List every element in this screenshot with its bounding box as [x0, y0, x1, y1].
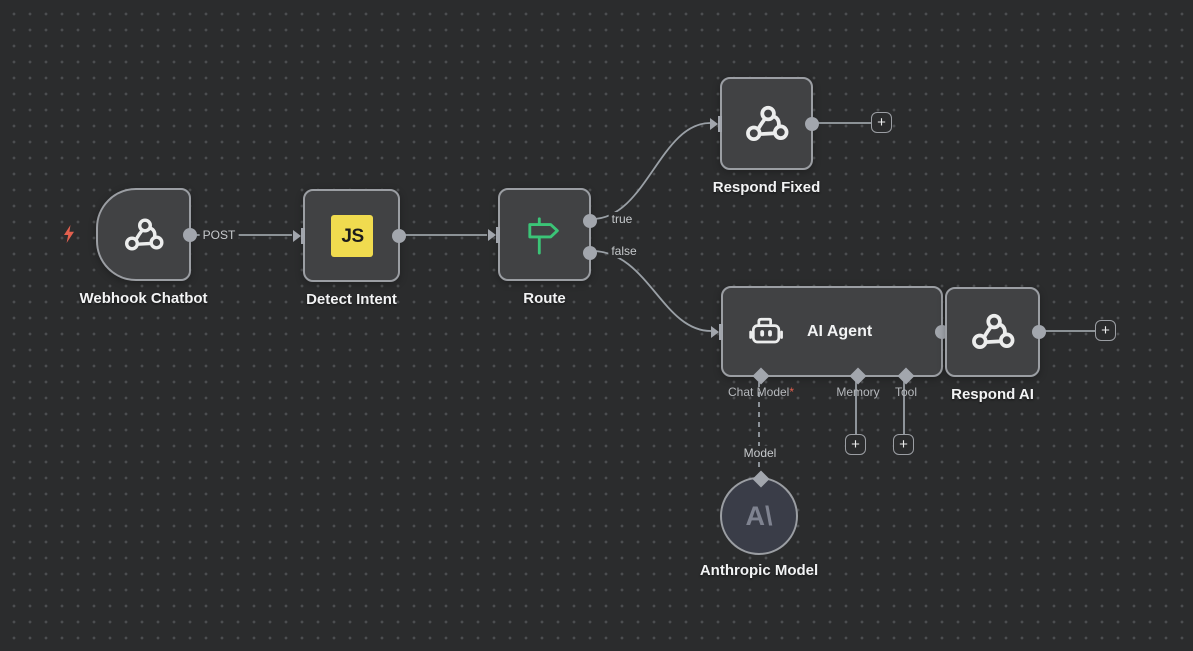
node-webhook-chatbot[interactable]: Webhook Chatbot [79, 188, 208, 307]
connection-route-false-to-ai-agent [591, 250, 712, 332]
node-label-respond-ai: Respond AI [951, 386, 1034, 403]
plus-icon: + [851, 436, 860, 453]
ai-agent-memory-label: Memory [836, 385, 880, 399]
add-tool-button[interactable]: + [893, 434, 914, 455]
node-route[interactable]: Route [488, 188, 597, 307]
ai-agent-chat-model-label: Chat Model* [727, 385, 795, 399]
node-respond-fixed[interactable]: Respond Fixed [710, 77, 820, 196]
connection-route-true-to-respond-fixed [591, 122, 711, 220]
robot-icon [749, 317, 783, 343]
node-label-respond-fixed: Respond Fixed [712, 179, 821, 196]
node-label-anthropic-model: Anthropic Model [699, 562, 819, 579]
javascript-icon: JS [330, 214, 373, 257]
trigger-bolt-icon [64, 225, 74, 243]
plus-icon: + [1101, 322, 1110, 339]
node-label-webhook-chatbot: Webhook Chatbot [79, 290, 208, 307]
route-false-label: false [608, 244, 640, 258]
model-connection-label: Model [740, 446, 780, 460]
route-true-output-connector[interactable] [583, 214, 597, 228]
route-input-connector[interactable] [488, 226, 500, 243]
detect-intent-output-connector[interactable] [392, 228, 406, 243]
route-false-output-connector[interactable] [583, 246, 597, 260]
node-respond-ai[interactable]: Respond AI [945, 287, 1046, 403]
respond-fixed-input-connector[interactable] [710, 115, 722, 132]
ai-agent-input-connector[interactable] [711, 323, 723, 340]
add-node-button-respond-fixed[interactable]: + [871, 112, 892, 133]
add-memory-button[interactable]: + [845, 434, 866, 455]
javascript-icon-text: JS [341, 225, 364, 247]
node-anthropic-model[interactable]: A\ Anthropic Model [700, 470, 818, 579]
node-ai-agent[interactable]: AI Agent Chat Model* Memory Tool [711, 286, 949, 399]
webhook-output-connector[interactable] [183, 227, 197, 242]
detect-intent-input-connector[interactable] [293, 227, 305, 244]
node-label-detect-intent: Detect Intent [306, 291, 397, 308]
node-detect-intent[interactable]: JS Detect Intent [293, 189, 406, 308]
plus-icon: + [899, 436, 908, 453]
respond-ai-output-connector[interactable] [1032, 325, 1046, 339]
webhook-method-label: POST [199, 228, 239, 242]
route-true-label: true [608, 212, 636, 226]
signpost-icon [527, 216, 559, 254]
plus-icon: + [877, 114, 886, 131]
webhook-icon [971, 313, 1014, 350]
ai-agent-title: AI Agent [807, 322, 873, 340]
respond-fixed-output-connector[interactable] [805, 116, 819, 131]
ai-agent-tool-label: Tool [894, 385, 918, 399]
required-mark: * [789, 385, 795, 399]
webhook-icon [124, 217, 164, 251]
add-node-button-respond-ai[interactable]: + [1095, 320, 1116, 341]
node-label-route: Route [523, 290, 566, 307]
webhook-icon [745, 105, 788, 141]
anthropic-logo-icon: A\ [745, 500, 773, 531]
